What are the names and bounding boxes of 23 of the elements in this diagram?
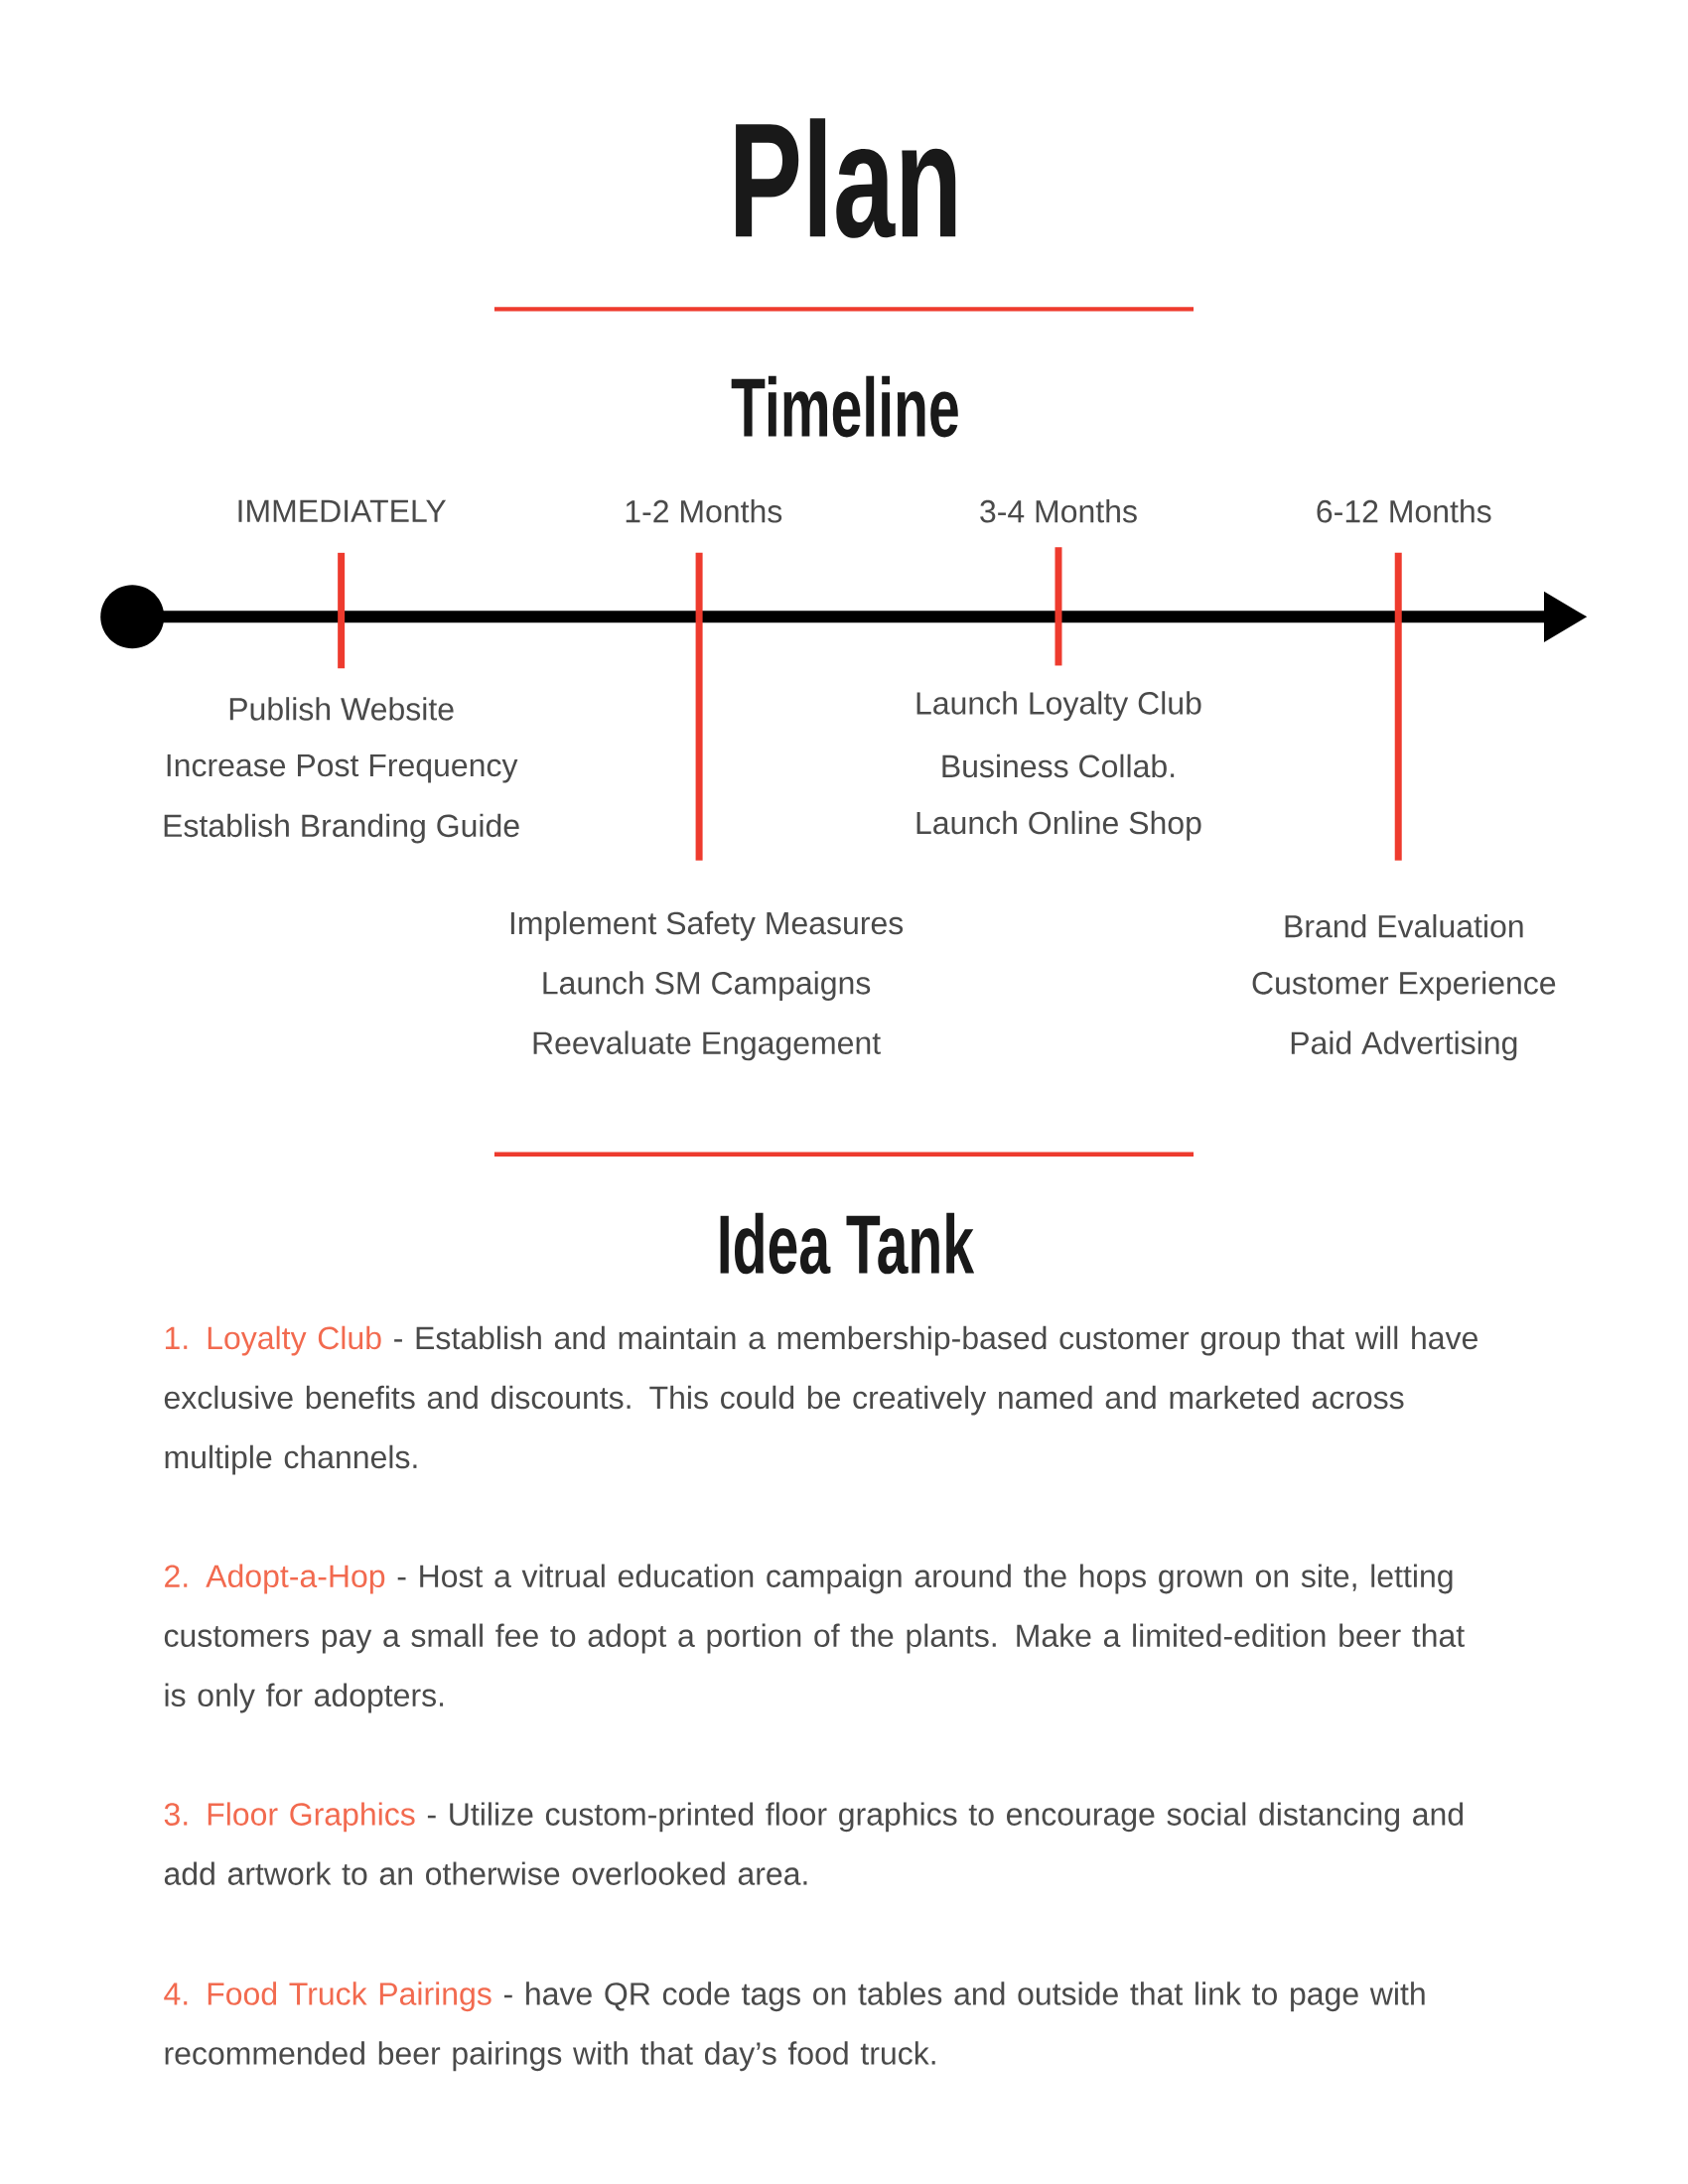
milestone-text: Establish Branding Guide xyxy=(164,813,519,844)
milestone-text: Business Collab. xyxy=(942,753,1175,778)
milestone-text: Paid Advertising xyxy=(1291,1030,1517,1061)
milestone-text: Customer Experience xyxy=(1252,971,1556,1001)
page-title: Plan xyxy=(736,118,956,238)
milestone-text: Reevaluate Engagement xyxy=(533,1030,881,1061)
milestone-text: Publish Website xyxy=(229,697,454,721)
idea-paragraph: 4. Food Truck Pairings - have QR code tags on tables and outside that link to page with recommended beer pairings with that day’s food truck. xyxy=(164,1981,1425,2072)
period-label: IMMEDIATELY xyxy=(238,499,447,522)
milestone-text: Brand Evaluation xyxy=(1285,914,1523,938)
milestone-text: Launch Online Shop xyxy=(916,810,1201,841)
section-heading: Timeline xyxy=(731,375,958,438)
milestone-text: Implement Safety Measures xyxy=(510,910,904,941)
milestone-text: Launch SM Campaigns xyxy=(543,971,871,1001)
period-label: 3-4 Months xyxy=(980,499,1137,523)
section-heading: Idea Tank xyxy=(720,1212,975,1275)
period-label: 6-12 Months xyxy=(1317,499,1491,523)
idea-paragraph: 1. Loyalty Club - Establish and maintain a membership-based customer group that will have exclusive benefits and discounts. This could be creatively named and marketed across multiple channels. xyxy=(164,1325,1477,1475)
milestone-text: Launch Loyalty Club xyxy=(916,691,1201,722)
idea-paragraph: 2. Adopt-a-Hop - Host a vitrual education campaign around the hops grown on site, letting customers pay a small fee to adopt a portion of the plants. Make a limited-edition beer that is only for adopters. xyxy=(164,1564,1465,1713)
idea-paragraph: 3. Floor Graphics - Utilize custom-printed floor graphics to encourage social distancing and add artwork to an otherwise overlooked area. xyxy=(164,1802,1464,1885)
period-label: 1-2 Months xyxy=(626,499,782,523)
milestone-text: Increase Post Frequency xyxy=(167,753,518,783)
